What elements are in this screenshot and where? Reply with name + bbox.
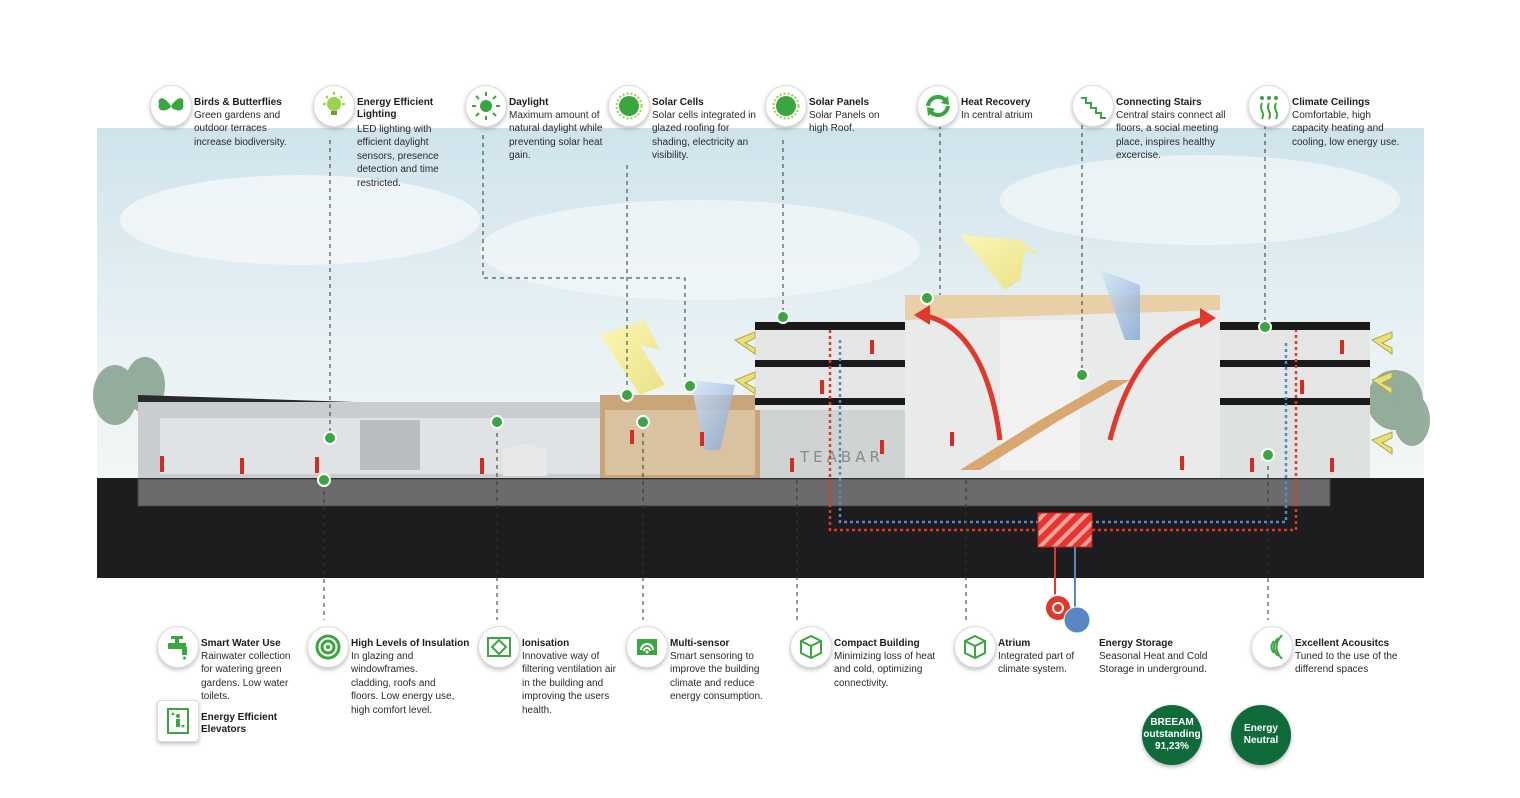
stairs-icon xyxy=(1072,85,1114,127)
cube-icon xyxy=(790,626,832,668)
cube-icon xyxy=(954,626,996,668)
wifi-sensor-icon xyxy=(626,626,668,668)
cold-storage-well xyxy=(1063,606,1091,634)
sun-icon xyxy=(465,85,507,127)
teabar-block xyxy=(600,395,910,478)
air-beam-top xyxy=(1100,270,1140,340)
water-tap-icon xyxy=(157,626,199,668)
storage-tank xyxy=(1037,512,1093,548)
people xyxy=(160,340,1344,474)
leader-lines xyxy=(323,125,1269,620)
sunbeam-top xyxy=(960,235,1040,290)
basement-slab xyxy=(137,478,1331,507)
ionisation-icon xyxy=(478,626,520,668)
heat-flow-arrow-left xyxy=(919,312,1003,441)
lightbulb-icon xyxy=(313,85,355,127)
green-markers xyxy=(317,291,1275,487)
insulation-target-icon xyxy=(307,626,349,668)
butterfly-icon xyxy=(150,85,192,127)
climate-ceiling-icon xyxy=(1248,85,1290,127)
recycle-arrows-icon xyxy=(917,85,959,127)
sunbeam-left xyxy=(600,320,665,395)
energy-neutral-badge: Energy Neutral xyxy=(1231,705,1291,765)
teabar-sign: TEABAR xyxy=(799,448,884,466)
low-wing xyxy=(138,395,600,478)
solar-cell-icon xyxy=(608,85,650,127)
heat-flow-arrow-right xyxy=(1107,315,1211,441)
breeam-badge: BREEAM outstanding 91,23% xyxy=(1142,705,1202,765)
energy-storage-circuit xyxy=(828,330,1298,634)
sound-waves-icon xyxy=(1251,626,1293,668)
elevator-icon xyxy=(157,700,199,742)
main-building: TEABAR xyxy=(755,295,1370,478)
ventilation-chevrons xyxy=(733,331,1393,455)
solar-panel-icon xyxy=(765,85,807,127)
